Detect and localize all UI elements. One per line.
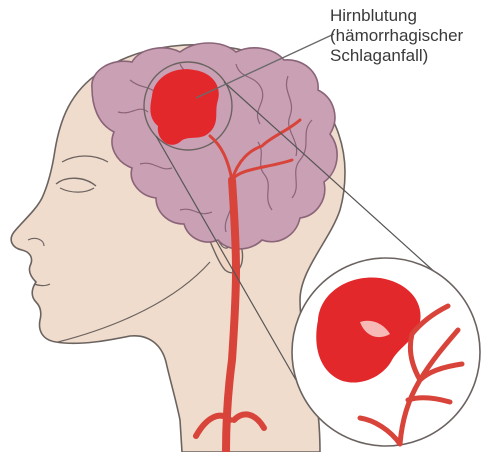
callout-line-2: (hämorrhagischer (330, 26, 502, 46)
callout-line-1: Hirnblutung (330, 6, 502, 26)
callout-label: Hirnblutung (hämorrhagischer Schlaganfal… (330, 6, 502, 66)
magnified-inset (292, 258, 480, 446)
callout-line-3: Schlaganfall) (330, 46, 502, 66)
